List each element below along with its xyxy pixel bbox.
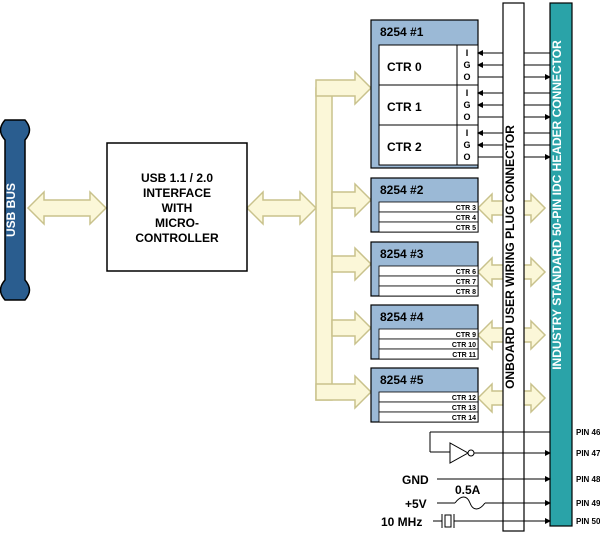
bottom-circuit <box>429 431 551 528</box>
counter-row <box>378 411 479 423</box>
gnd-label: GND <box>402 473 429 487</box>
chip-8254-2: 8254 #2 CTR 3 CTR 4 CTR 5 <box>370 177 479 233</box>
small-chips: 8254 #2 CTR 3 CTR 4 CTR 5 8254 #3 CTR 6 CTR 7 C… <box>370 177 479 423</box>
pin-out: O <box>463 112 470 122</box>
interface-line: MICRO- <box>155 216 199 230</box>
interface-line: INTERFACE <box>143 186 211 200</box>
chip-title: 8254 #2 <box>380 183 424 197</box>
pin-label: PIN 46 <box>576 428 600 437</box>
pin-label: PIN 50 <box>576 517 600 526</box>
counter-label: CTR 1 <box>387 100 422 114</box>
counter-label: CTR 0 <box>387 60 422 74</box>
branch-chip4 <box>331 310 373 346</box>
branch-chip5 <box>315 374 373 410</box>
chip-title: 8254 #1 <box>380 25 424 39</box>
counter-label: CTR 14 <box>452 415 476 422</box>
pin-label: PIN 49 <box>576 499 600 508</box>
clock-label: 10 MHz <box>381 515 422 529</box>
interface-line: USB 1.1 / 2.0 <box>141 171 213 185</box>
branch-chip3 <box>331 246 373 282</box>
pin-gate: G <box>463 100 470 110</box>
interface-block: USB 1.1 / 2.0 INTERFACE WITH MICRO- CONT… <box>106 142 248 272</box>
branch-chip1 <box>315 70 373 106</box>
counter-row <box>378 348 479 360</box>
counter-label: CTR 11 <box>452 352 476 359</box>
fuse-label: 0.5A <box>455 483 481 497</box>
pin-gate: G <box>463 60 470 70</box>
chip-8254-4: 8254 #4 CTR 9 CTR 10 CTR 11 <box>370 304 479 360</box>
chip-8254-1: 8254 #1 CTR 0 CTR 1 CTR 2 I G O I G O I … <box>370 19 479 169</box>
pin-in: I <box>466 48 469 58</box>
counter-label: CTR 8 <box>456 289 476 296</box>
onboard-connector: ONBOARD USER WIRING PLUG CONNECTOR <box>502 2 525 532</box>
crystal-icon <box>444 514 452 528</box>
bus-trunk <box>315 87 333 401</box>
interface-line: CONTROLLER <box>135 231 219 245</box>
usb-bus-label: USB BUS <box>4 183 18 237</box>
chip-8254-3: 8254 #3 CTR 6 CTR 7 CTR 8 <box>370 241 479 297</box>
pin-out: O <box>463 72 470 82</box>
counter-label: CTR 2 <box>387 140 422 154</box>
pin-gate: G <box>463 140 470 150</box>
counter-label: CTR 6 <box>456 269 476 276</box>
counter-label: CTR 13 <box>452 405 476 412</box>
counter-row <box>378 221 479 233</box>
usb-bus-cable <box>0 119 31 301</box>
pin-in: I <box>466 88 469 98</box>
header-connector: INDUSTRY STANDARD 50-PIN IDC HEADER CONN… <box>549 2 573 527</box>
onboard-connector-label: ONBOARD USER WIRING PLUG CONNECTOR <box>503 125 517 389</box>
counter-label: CTR 4 <box>456 215 476 222</box>
counter-label: CTR 10 <box>452 342 476 349</box>
counter-label: CTR 12 <box>452 395 476 402</box>
header-connector-label: INDUSTRY STANDARD 50-PIN IDC HEADER CONN… <box>550 40 564 370</box>
pin-label: PIN 48 <box>576 475 600 484</box>
counter-row <box>378 285 479 297</box>
counter-label: CTR 9 <box>456 332 476 339</box>
branch-chip2 <box>331 182 373 218</box>
inverter-icon <box>449 442 470 464</box>
chip-title: 8254 #3 <box>380 247 424 261</box>
fuse-icon <box>454 496 486 510</box>
pin-out: O <box>463 152 470 162</box>
interface-line: WITH <box>162 201 193 215</box>
chip-8254-5: 8254 #5 CTR 12 CTR 13 CTR 14 <box>370 367 479 423</box>
usb-interface-arrow <box>26 190 108 226</box>
usb-bus: USB BUS <box>0 119 31 301</box>
counter-label: CTR 3 <box>456 205 476 212</box>
chip-title: 8254 #4 <box>380 310 424 324</box>
counter-label: CTR 5 <box>456 225 476 232</box>
counter-label: CTR 7 <box>456 279 476 286</box>
pin-in: I <box>466 128 469 138</box>
inverter-bubble <box>467 449 475 457</box>
interface-bus-arrow <box>245 190 318 226</box>
chip-title: 8254 #5 <box>380 373 424 387</box>
pin-label: PIN 47 <box>576 449 600 458</box>
power-label: +5V <box>405 497 427 511</box>
